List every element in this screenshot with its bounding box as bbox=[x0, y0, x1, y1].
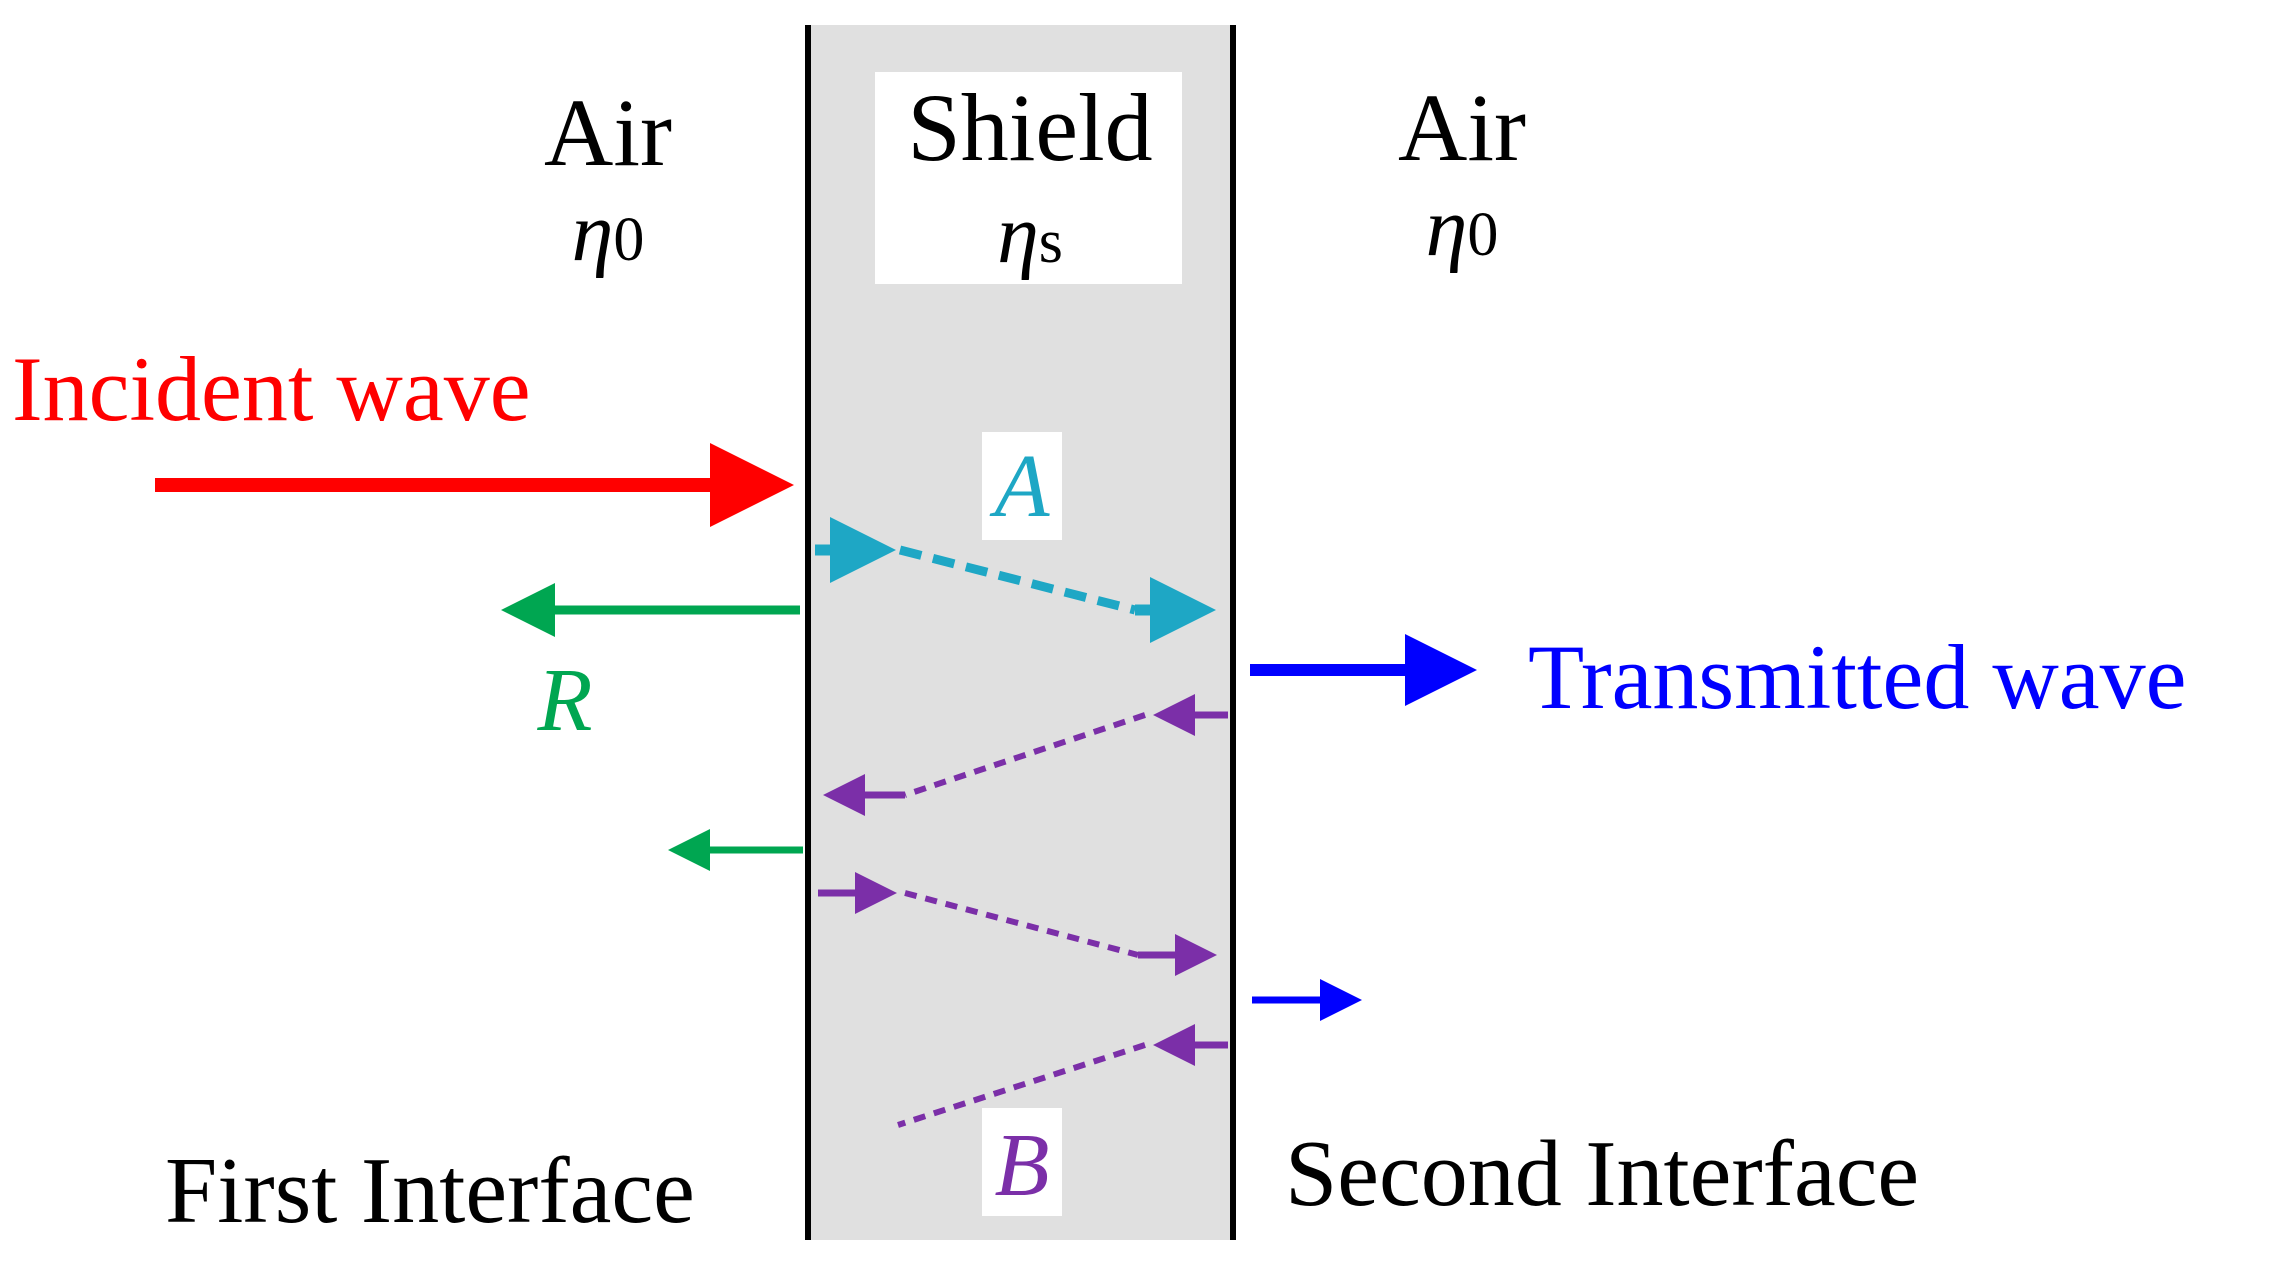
eta-symbol: η bbox=[572, 186, 614, 279]
eta-symbol: η bbox=[997, 188, 1039, 281]
reflected-wave-label: R bbox=[537, 651, 593, 750]
absorption-label-box bbox=[982, 432, 1062, 540]
multiple-reflection-label: B bbox=[995, 1116, 1050, 1215]
absorption-label: A bbox=[990, 437, 1051, 536]
left-region-name: Air bbox=[544, 79, 672, 186]
multi-reflect-path-3 bbox=[897, 1042, 1146, 1128]
absorption-path bbox=[898, 545, 1137, 615]
left-region-impedance: η0 bbox=[572, 186, 645, 279]
eta-subscript: 0 bbox=[613, 206, 644, 274]
multi-reflect-path-1 bbox=[904, 712, 1146, 798]
second-interface-label: Second Interface bbox=[1285, 1122, 1919, 1226]
incident-wave-label: Incident wave bbox=[12, 338, 531, 440]
eta-subscript: s bbox=[1039, 208, 1063, 276]
shield-region-impedance: ηs bbox=[997, 188, 1063, 281]
shield-region-name: Shield bbox=[907, 74, 1152, 181]
transmitted-wave-label: Transmitted wave bbox=[1528, 626, 2186, 728]
multi-reflect-path-2 bbox=[904, 890, 1139, 958]
eta-subscript: 0 bbox=[1467, 201, 1498, 269]
shield-label-box bbox=[875, 72, 1182, 284]
eta-symbol: η bbox=[1426, 181, 1468, 274]
first-interface-label: First Interface bbox=[165, 1139, 695, 1243]
right-region-impedance: η0 bbox=[1426, 181, 1499, 274]
multiple-reflection-label-box bbox=[982, 1108, 1062, 1216]
right-region-name: Air bbox=[1398, 74, 1526, 181]
